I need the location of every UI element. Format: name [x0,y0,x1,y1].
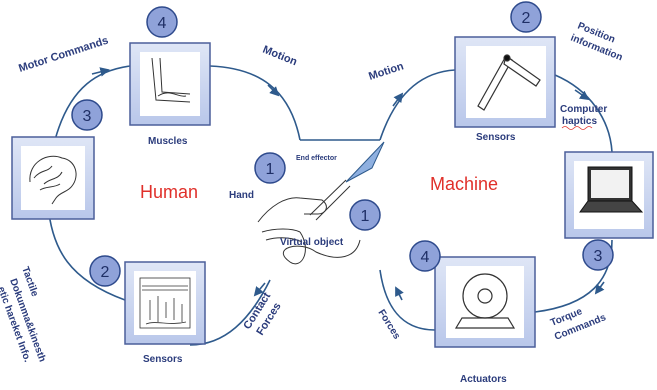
badge-brain: 3 [71,99,103,131]
joint-sensor-icon [477,54,541,111]
human-loop-top [54,65,131,141]
machine-loop-left [379,269,436,331]
arrow-motion-machine [392,92,404,107]
box-machine-sensors [454,36,556,128]
badge-computer: 3 [582,239,614,271]
machine-label: Machine [430,174,498,194]
machine-sensors-label: Sensors [476,132,516,143]
svg-text:1: 1 [266,161,275,178]
badge-virtual-object: 1 [349,199,381,231]
box-actuators [434,256,536,348]
svg-text:3: 3 [594,248,603,265]
arrow-forces [395,286,404,301]
human-label: Human [140,182,198,202]
spellcheck-underline [561,126,593,130]
arrow-contact [253,282,266,297]
box-muscles [129,42,211,126]
svg-text:2: 2 [101,264,110,281]
end-effector-icon [345,141,385,183]
hand-label: Hand [229,190,254,201]
machine-motion-label: Motion [367,60,405,83]
forces-label: Forces [375,308,402,342]
arrows [91,67,605,301]
computer-haptics-label-2: haptics [562,116,597,127]
arrow-position [574,89,590,101]
badge-muscles: 4 [146,6,178,38]
skin-receptors-icon [139,277,191,329]
arrow-motor [91,67,110,77]
hand-illustration [257,179,361,265]
virtual-object-label: Virtual object [280,237,344,248]
laptop-icon [579,166,644,213]
badge-machine-sensors: 2 [510,1,542,33]
human-motion-label: Motion [261,44,299,69]
box-human-sensors [124,261,206,345]
box-computer [564,151,654,239]
machine-loop-top [379,69,456,141]
human-loop-right-top [209,65,301,141]
svg-text:3: 3 [83,108,92,125]
svg-text:1: 1 [361,208,370,225]
brain-icon [29,155,77,205]
svg-text:4: 4 [421,249,430,266]
end-effector-label: End effector [296,155,337,162]
arm-icon [151,57,191,103]
arrow-torque [594,281,605,295]
motor-commands-label: Motor Commands [17,35,110,75]
box-brain [11,136,95,220]
motor-icon [454,273,516,329]
machine-loop-right [554,74,613,153]
arrow-motion-human [267,84,280,97]
badge-hand: 1 [254,152,286,184]
human-sensors-label: Sensors [143,354,183,365]
computer-haptics-label-1: Computer [560,104,607,115]
muscles-label: Muscles [148,136,188,147]
actuators-label: Actuators [460,374,507,385]
svg-text:2: 2 [522,10,531,27]
svg-text:4: 4 [158,15,167,32]
badge-actuators: 4 [409,240,441,272]
badge-human-sensors: 2 [89,255,121,287]
